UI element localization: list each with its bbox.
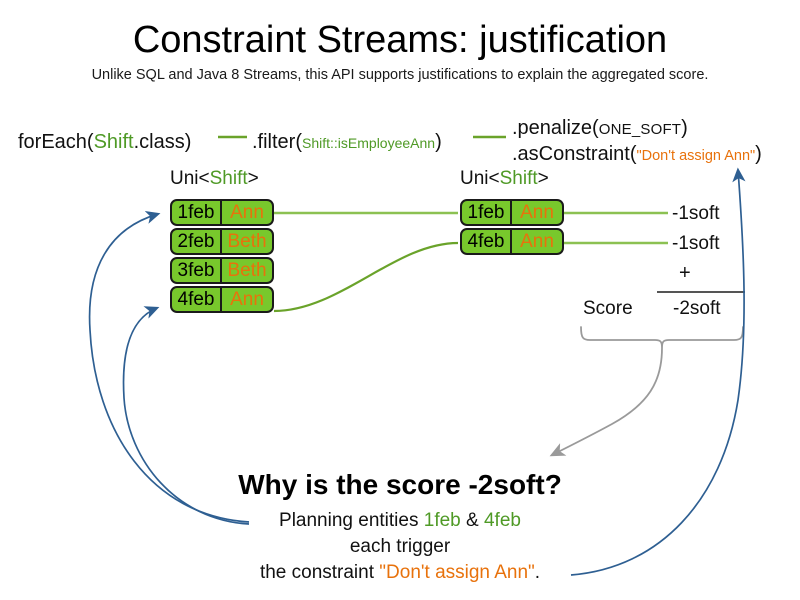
code-filter: .filter(Shift::isEmployeeAnn) [252, 130, 442, 155]
score-divider-rule [657, 291, 745, 293]
code-asconstraint-tail: ) [755, 143, 762, 165]
shift-employee: Ann [222, 286, 274, 313]
code-asconstraint-arg: "Don't assign Ann" [636, 148, 756, 164]
code-filter-arg: Shift::isEmployeeAnn [302, 135, 436, 151]
explanation-line-2: each trigger [349, 536, 451, 557]
code-asconstraint: .asConstraint("Don't assign Ann") [512, 142, 762, 168]
code-filter-tail: ) [435, 131, 442, 153]
table-row: 3feb Beth [170, 257, 274, 284]
table-row: 1feb Ann [460, 199, 564, 226]
shift-date: 1feb [460, 199, 512, 226]
uni-label-right: Uni<Shift> [460, 168, 549, 190]
explanation-constraint-name: "Don't assign Ann" [379, 562, 535, 583]
shift-date: 4feb [170, 286, 222, 313]
code-foreach-tail: .class) [133, 131, 192, 153]
code-penalize: .penalize(ONE_SOFT) [512, 116, 688, 142]
shift-table-left: 1feb Ann 2feb Beth 3feb Beth 4feb Ann [170, 199, 274, 315]
shift-table-right: 1feb Ann 4feb Ann [460, 199, 564, 257]
shift-employee: Ann [512, 199, 564, 226]
code-foreach: forEach(Shift.class) [18, 130, 191, 154]
uni-left-prefix: Uni< [170, 168, 210, 189]
shift-date: 1feb [170, 199, 222, 226]
code-penalize-tail: ) [681, 117, 688, 139]
code-asconstraint-method: .asConstraint( [512, 143, 637, 165]
table-row: 2feb Beth [170, 228, 274, 255]
explanation-entity-b: 4feb [483, 510, 521, 531]
explanation-heading: Why is the score -2soft? [238, 469, 562, 500]
shift-date: 2feb [170, 228, 222, 255]
shift-employee: Ann [512, 228, 564, 255]
score-impact-2: -1soft [672, 233, 720, 254]
uni-right-prefix: Uni< [460, 168, 500, 189]
code-penalize-arg: ONE_SOFT [598, 121, 682, 138]
explanation-line3-suffix: . [534, 562, 541, 583]
connector-left4feb-right4feb [273, 241, 459, 313]
code-foreach-type: Shift [93, 131, 134, 153]
shift-date: 3feb [170, 257, 222, 284]
score-total: -2soft [673, 298, 721, 319]
code-filter-method: .filter( [252, 131, 302, 153]
explanation-entity-a: 1feb [423, 510, 461, 531]
score-brace [580, 326, 744, 349]
table-row: 4feb Ann [460, 228, 564, 255]
explanation-line3-prefix: the constraint [259, 562, 380, 583]
explanation-amp: & [460, 510, 484, 531]
score-label: Score [583, 298, 633, 319]
shift-employee: Ann [222, 199, 274, 226]
shift-date: 4feb [460, 228, 512, 255]
shift-employee: Beth [222, 257, 274, 284]
explanation-line-3: the constraint "Don't assign Ann". [0, 561, 800, 585]
uni-left-type: Shift [209, 168, 248, 189]
score-explanation-arrow [549, 347, 663, 457]
score-impact-1: -1soft [672, 203, 720, 224]
score-operator: + [679, 262, 691, 284]
explanation-line1-prefix: Planning entities [279, 510, 424, 531]
code-foreach-method: forEach( [18, 131, 94, 153]
table-row: 1feb Ann [170, 199, 274, 226]
uni-right-type: Shift [499, 168, 538, 189]
shift-employee: Beth [222, 228, 274, 255]
code-penalize-method: .penalize( [512, 117, 599, 139]
page-title: Constraint Streams: justification [132, 19, 668, 61]
uni-right-suffix: > [537, 168, 549, 189]
table-row: 4feb Ann [170, 286, 274, 313]
explanation-line-1: Planning entities 1feb & 4feb [0, 509, 800, 533]
uni-label-left: Uni<Shift> [170, 168, 259, 190]
uni-left-suffix: > [247, 168, 259, 189]
page-subtitle: Unlike SQL and Java 8 Streams, this API … [91, 67, 709, 83]
